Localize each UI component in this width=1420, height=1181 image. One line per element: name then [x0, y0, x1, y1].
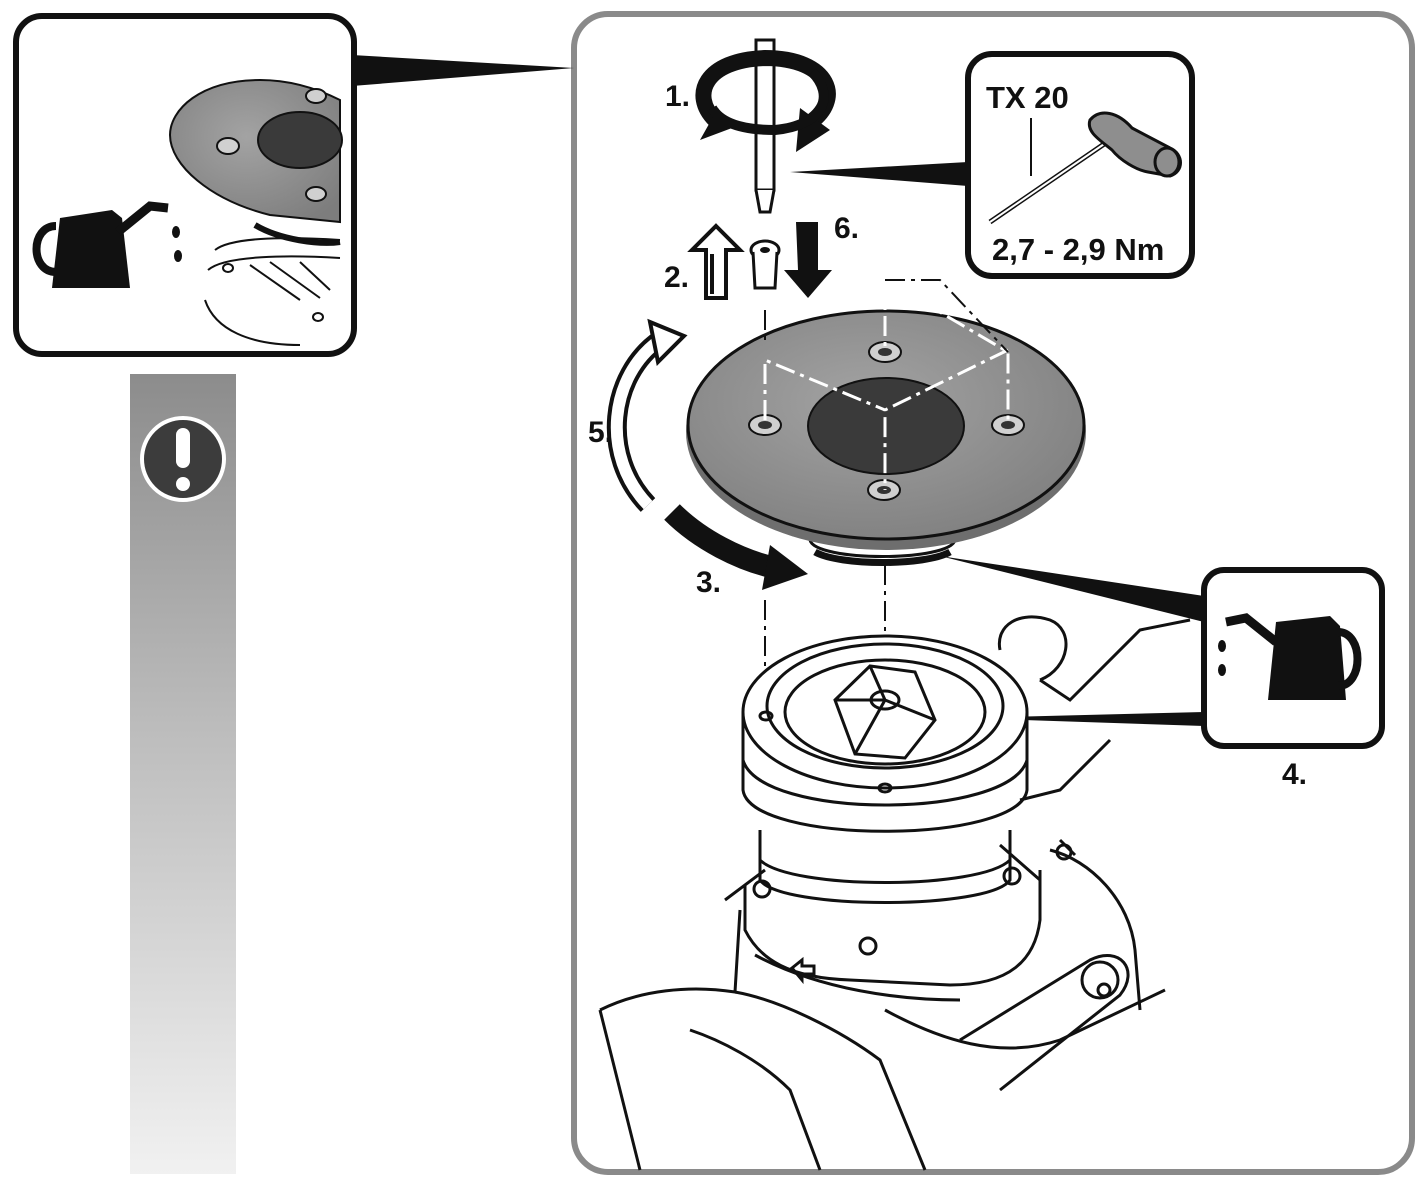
tool-name: TX 20 — [986, 80, 1069, 115]
step-label-1: 1. — [665, 80, 690, 113]
torx-key-icon — [988, 111, 1182, 225]
arrow-right-icon — [664, 504, 808, 590]
main-panel — [571, 11, 1415, 1175]
curved-arrow-icon — [606, 318, 688, 512]
grinder-housing — [598, 615, 1191, 1171]
oil-callout — [940, 556, 1385, 749]
exclamation-icon — [140, 416, 226, 502]
oil-can-icon — [1218, 613, 1362, 700]
alignment-guides-dark — [764, 279, 1009, 712]
plate-holes — [748, 341, 1025, 501]
torque-value: 2,7 - 2,9 Nm — [992, 232, 1164, 267]
step-label-4: 4. — [1282, 758, 1307, 791]
rotation-arrows-icon — [695, 49, 836, 152]
oil-can-icon — [32, 201, 182, 288]
step-label-5: 5. — [588, 416, 613, 449]
detail-housing — [204, 237, 341, 346]
arrow-up-icon — [687, 223, 745, 300]
step-label-6: 6. — [834, 212, 859, 245]
torx-driver — [754, 38, 776, 214]
step-label-2: 2. — [664, 261, 689, 294]
detail-plate — [168, 78, 343, 246]
arrow-down-icon — [784, 222, 832, 298]
detail-callout — [13, 13, 574, 357]
tool-callout: TX 20 2,7 - 2,9 Nm — [790, 51, 1195, 279]
step-label-3: 3. — [696, 566, 721, 599]
screw — [749, 239, 781, 290]
warning-strip — [130, 374, 236, 1174]
